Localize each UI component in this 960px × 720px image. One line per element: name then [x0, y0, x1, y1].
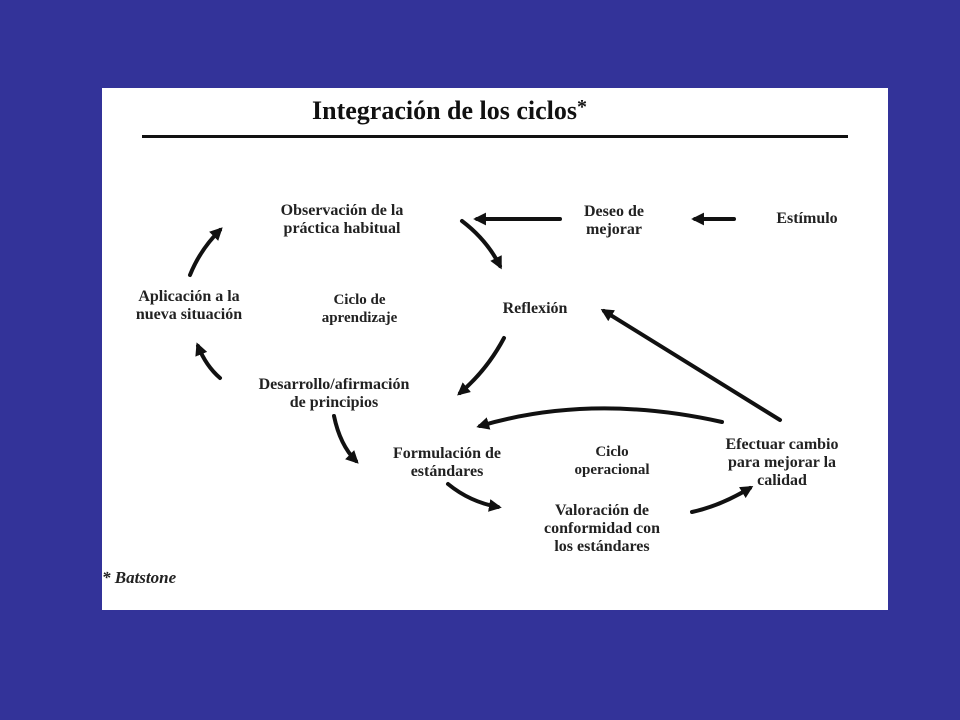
- diagram-title: Integración de los ciclos*: [312, 96, 587, 126]
- arrow-observacion-to-reflexion: [460, 219, 502, 270]
- footnote-batstone: * Batstone: [102, 568, 177, 587]
- node-valoracion: Valoración de conformidad con los estánd…: [544, 502, 660, 555]
- arrow-efectuar-to-formulacion: [476, 406, 724, 430]
- arrow-formulacion-to-valoracion: [446, 482, 502, 512]
- node-desarrollo: Desarrollo/afirmación de principios: [258, 376, 410, 411]
- title-asterisk: *: [577, 96, 588, 118]
- arrow-desarrollo-to-aplicacion: [195, 342, 222, 380]
- node-formulacion: Formulación de estándares: [393, 445, 501, 480]
- node-reflexion: Reflexión: [502, 300, 568, 317]
- arrow-reflexion-to-desarrollo: [457, 336, 506, 396]
- arrow-aplicacion-to-observacion: [188, 227, 223, 277]
- arrow-desarrollo-to-formulacion: [332, 414, 359, 464]
- node-observacion: Observación de la práctica habitual: [280, 202, 404, 237]
- node-aplicacion: Aplicación a la nueva situación: [135, 288, 243, 323]
- label-ciclo-operacional: Ciclo operacional: [574, 444, 650, 478]
- node-efectuar-cambio: Efectuar cambio para mejorar la calidad: [725, 436, 839, 489]
- node-deseo-de-mejorar: Deseo de mejorar: [584, 203, 644, 238]
- arrow-valoracion-to-efectuar: [690, 486, 754, 514]
- label-ciclo-aprendizaje: Ciclo de aprendizaje: [321, 292, 398, 326]
- cycle-arrows: [188, 212, 782, 514]
- diagram-panel: Integración de los ciclos* Estímulo Dese…: [102, 88, 888, 610]
- title-text: Integración de los ciclos: [312, 96, 578, 125]
- node-estimulo: Estímulo: [776, 210, 838, 227]
- title-underline: [142, 135, 848, 138]
- arrow-efectuar-to-reflexion: [600, 308, 782, 422]
